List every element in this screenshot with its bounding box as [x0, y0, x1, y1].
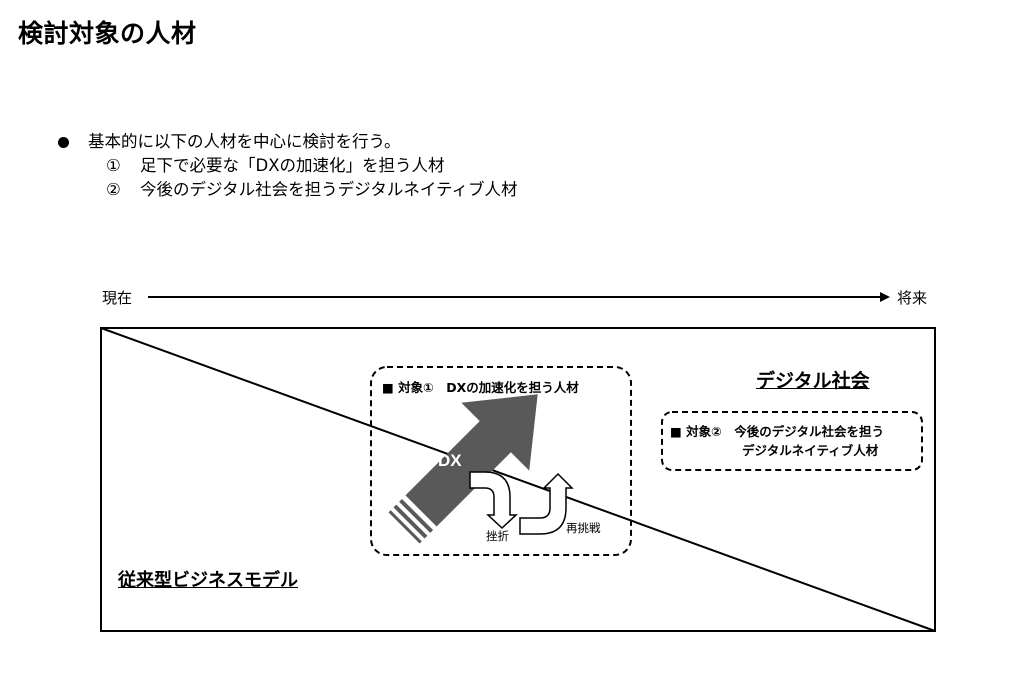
intro-item-number: ②: [106, 180, 121, 199]
intro-bullets: 基本的に以下の人材を中心に検討を行う。 ① 足下で必要な「DXの加速化」を担う人…: [58, 130, 518, 202]
square-bullet-icon: ■: [670, 424, 682, 439]
retry-label: 再挑戦: [566, 521, 601, 535]
target1-label: ■ 対象① DXの加速化を担う人材: [382, 377, 579, 396]
target1-box: [370, 366, 632, 556]
square-bullet-icon: ■: [382, 380, 394, 395]
target2-label-line1: 対象② 今後のデジタル社会を担う: [686, 424, 885, 439]
dx-arrow-icon: [388, 394, 538, 544]
bullet-dot-icon: [58, 136, 69, 148]
intro-item-text: 足下で必要な「DXの加速化」を担う人材: [140, 156, 445, 175]
diagonal-divider: [100, 327, 936, 632]
target2-box: [661, 411, 923, 471]
intro-item-number: ①: [106, 156, 121, 175]
target2-label-line2: デジタルネイティブ人材: [742, 443, 879, 458]
dx-arrow-label: DX: [438, 451, 462, 470]
legacy-business-label: 従来型ビジネスモデル: [118, 570, 298, 591]
setback-label: 挫折: [486, 529, 509, 543]
intro-bullet: 基本的に以下の人材を中心に検討を行う。: [58, 130, 518, 154]
target2-label: ■ 対象② 今後のデジタル社会を担う デジタルネイティブ人材: [670, 422, 884, 460]
digital-society-label: デジタル社会: [756, 370, 870, 392]
intro-item-text: 今後のデジタル社会を担うデジタルネイティブ人材: [140, 180, 518, 199]
setback-arrow-icon: [469, 471, 518, 530]
arrow-head-icon: [880, 292, 890, 302]
intro-item-1: ① 足下で必要な「DXの加速化」を担う人材: [106, 154, 518, 178]
retry-arrow-icon: [519, 472, 574, 535]
intro-item-2: ② 今後のデジタル社会を担うデジタルネイティブ人材: [106, 178, 518, 202]
page-title: 検討対象の人材: [18, 19, 197, 48]
timeline-end-label: 将来: [897, 289, 928, 307]
target1-label-text: 対象① DXの加速化を担う人材: [398, 380, 579, 395]
intro-bullet-text: 基本的に以下の人材を中心に検討を行う。: [88, 132, 401, 151]
timeline-start-label: 現在: [102, 289, 133, 307]
